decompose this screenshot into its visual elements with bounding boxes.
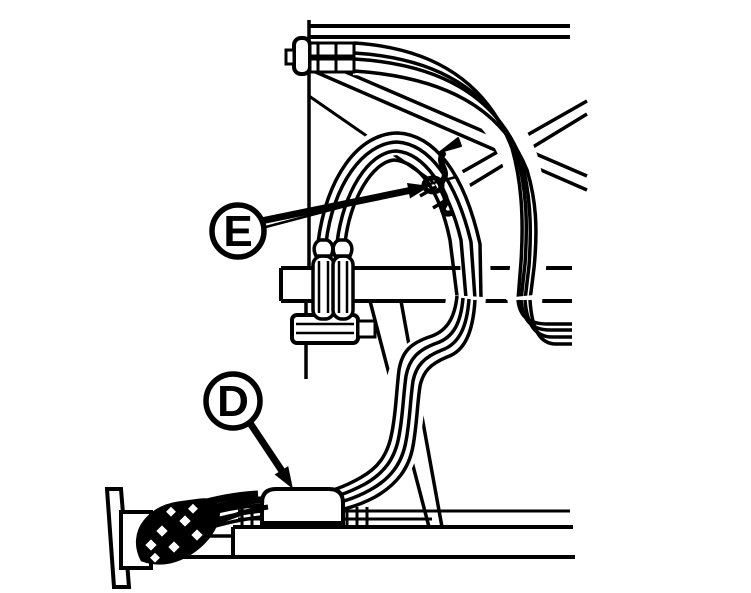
callout-e-circle (209, 202, 267, 260)
hose-bundle-upper (352, 39, 548, 305)
hose-split-right (507, 293, 574, 351)
top-manifold (284, 36, 356, 76)
callout-d-circle (203, 371, 263, 431)
louver-block (290, 313, 377, 345)
elbow-highlights (145, 503, 203, 563)
lower-frame-members (290, 300, 444, 528)
callout-e: E (209, 175, 457, 260)
callout-d-arrow-shaft (247, 421, 287, 476)
callout-d-label: D (217, 377, 249, 426)
elbow-fitting-cluster (136, 490, 269, 565)
hydraulic-fittings (311, 238, 355, 321)
manifold-connectors (308, 41, 356, 74)
callout-d: D (203, 371, 293, 489)
hose-clamp-cover-block (260, 487, 345, 525)
callout-d-arrowhead (274, 466, 293, 489)
callout-e-arrowhead (407, 183, 430, 199)
callout-e-label: E (223, 207, 252, 256)
callout-e-arrow-shaft (260, 186, 413, 225)
